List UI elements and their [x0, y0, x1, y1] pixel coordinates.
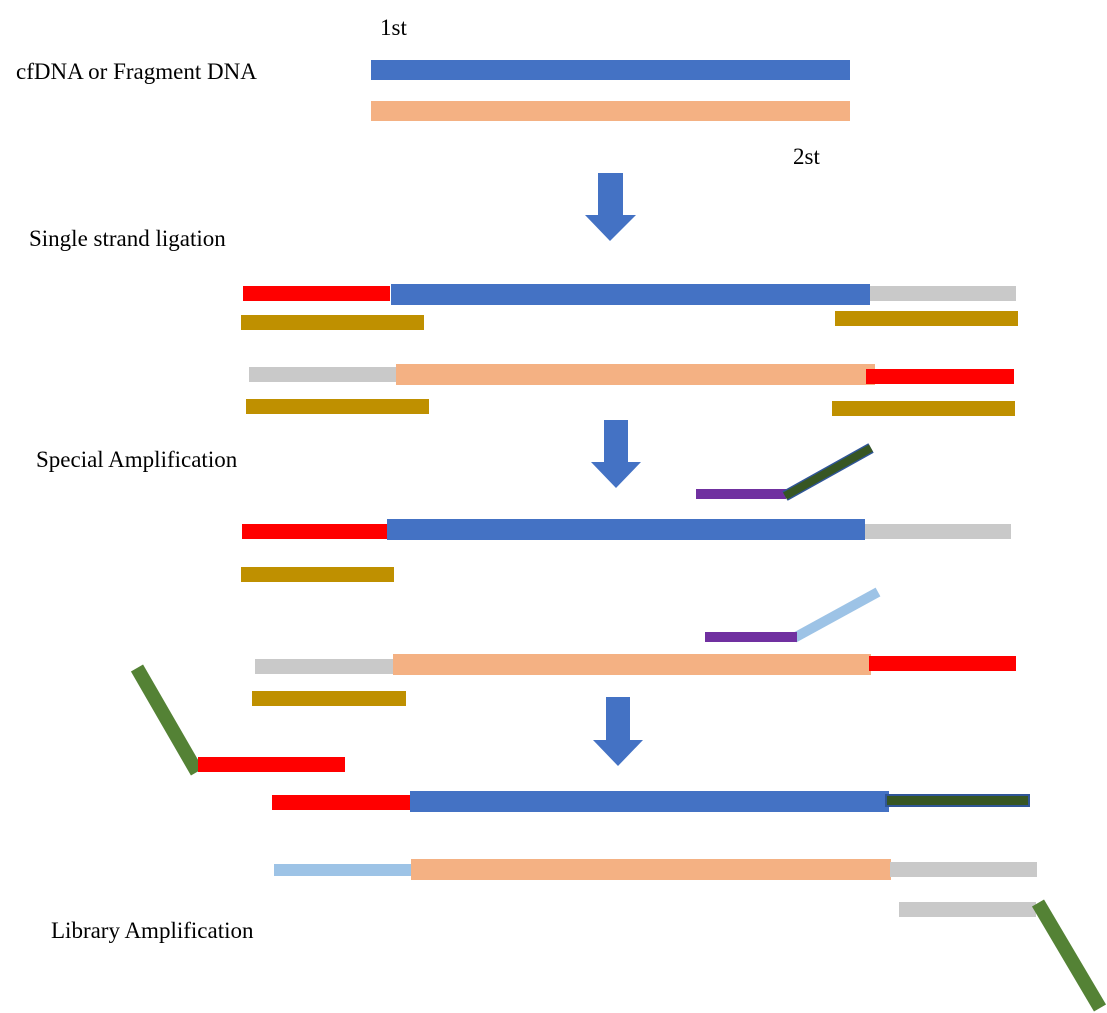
library-amplification-label: Library Amplification: [51, 918, 254, 943]
first-strand-bar: [391, 284, 870, 305]
gray-adapter-bar: [890, 862, 1037, 877]
first-strand-bar: [387, 519, 865, 540]
down-arrow-1: [585, 173, 636, 241]
gray-adapter-bar: [899, 902, 1036, 917]
red-adapter-bar: [272, 795, 418, 810]
gold-primer-bar: [241, 315, 424, 330]
gray-adapter-bar: [870, 286, 1016, 301]
gray-adapter-bar: [865, 524, 1011, 539]
red-adapter-bar: [243, 286, 390, 301]
second-strand-bar: [411, 859, 891, 880]
light-blue-index-bar: [274, 864, 417, 876]
red-adapter-bar: [242, 524, 388, 539]
special-amplification-label: Special Amplification: [36, 447, 238, 472]
second-strand-label: 2st: [793, 144, 820, 169]
green-index-bar: [1031, 899, 1107, 1012]
purple-primer-bar: [705, 632, 797, 642]
input-dna-label: cfDNA or Fragment DNA: [16, 59, 257, 84]
gold-primer-bar: [832, 401, 1015, 416]
gold-primer-bar: [241, 567, 394, 582]
light-blue-index-bar: [791, 587, 881, 643]
second-strand-bar: [396, 364, 875, 385]
first-strand-bar: [371, 60, 850, 80]
dark-green-index-bar: [887, 796, 1028, 805]
gray-adapter-bar: [255, 659, 403, 674]
dark-green-index-bar: [783, 444, 873, 500]
second-strand-bar: [371, 101, 850, 121]
red-adapter-bar: [198, 757, 345, 772]
gold-primer-bar: [835, 311, 1018, 326]
gold-primer-bar: [246, 399, 429, 414]
first-strand-bar: [410, 791, 889, 812]
green-index-bar: [130, 664, 204, 776]
second-strand-bar: [393, 654, 871, 675]
gold-primer-bar: [252, 691, 406, 706]
first-strand-label: 1st: [380, 15, 407, 40]
down-arrow-3: [593, 697, 643, 766]
red-adapter-bar: [866, 369, 1014, 384]
down-arrow-2: [591, 420, 641, 488]
purple-primer-bar: [696, 489, 786, 499]
single-strand-ligation-label: Single strand ligation: [29, 226, 226, 251]
gray-adapter-bar: [249, 367, 397, 382]
red-adapter-bar: [869, 656, 1016, 671]
